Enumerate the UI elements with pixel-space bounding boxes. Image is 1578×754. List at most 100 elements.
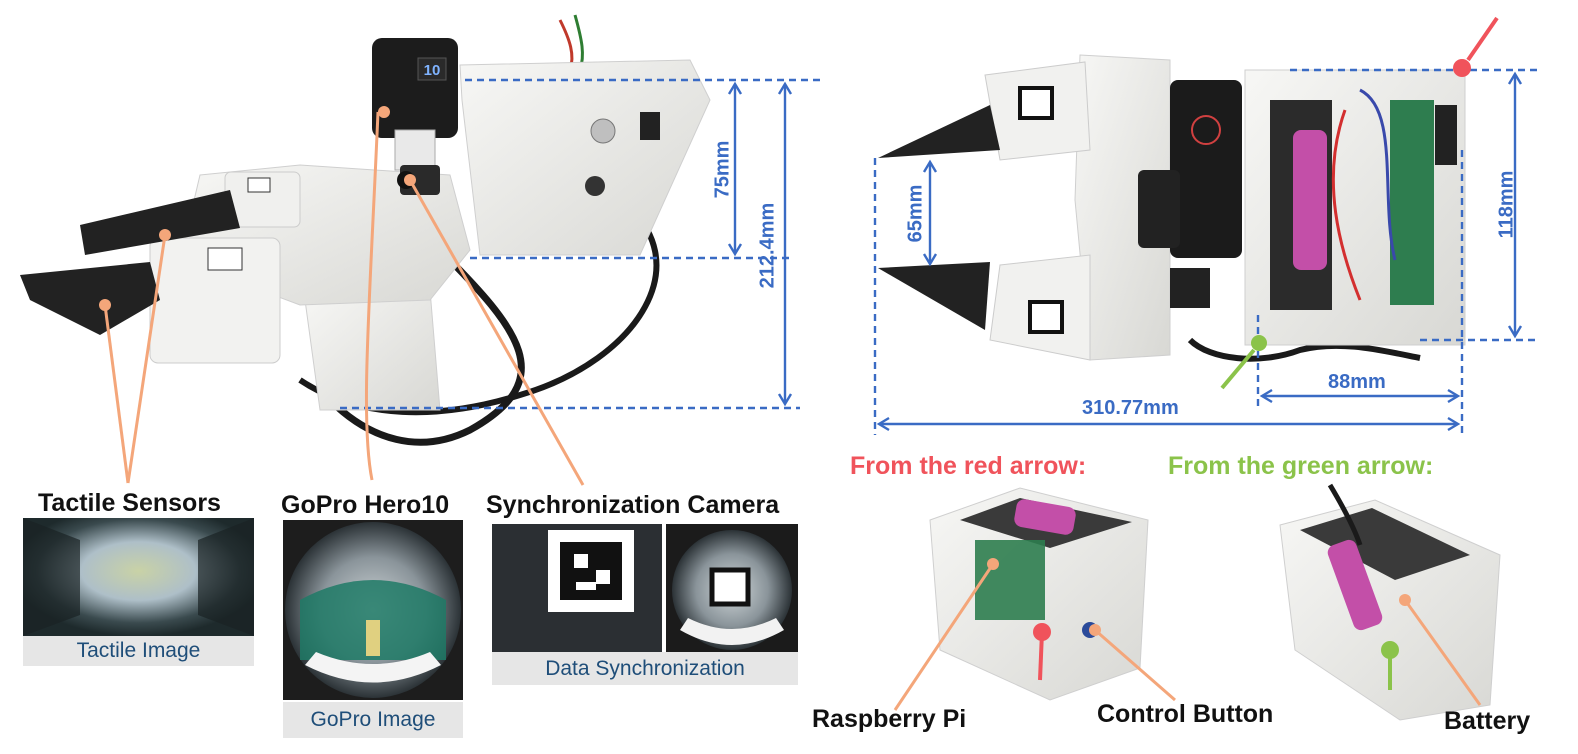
arrowhead [922,159,938,173]
wire [573,14,584,71]
center-plate [1074,54,1171,361]
dim-label-75mm: 75mm [711,140,734,199]
caption-band-tactile: Tactile Image [23,636,254,666]
box-interior [1300,508,1470,580]
callout-dot [99,299,111,311]
lower-finger [878,262,990,330]
arrowhead [727,243,743,257]
bottom-callouts [893,563,1482,711]
sync-gripper-edge [680,618,784,645]
aruco-marker [247,177,271,193]
aruco-marker [1018,86,1054,120]
gopro-record-ring [1191,115,1221,145]
callout-dot [987,558,999,570]
caption-band-gopro: GoPro Image [283,702,463,738]
dim-label-88mm: 88mm [1328,371,1386,393]
tactile-vignette [198,518,254,636]
label-battery: Battery [1444,707,1531,735]
control-button-icon [590,118,616,144]
callout-control-button [1094,628,1176,702]
raspberry-pi-board [1390,100,1434,305]
upper-finger [878,105,1000,158]
box-red-view [929,487,1149,701]
dim-label-65mm: 65mm [904,184,927,243]
left-dimensions [340,78,820,410]
arrowhead [777,393,793,407]
label-gopro-hero10: GoPro Hero10 [281,491,450,519]
switch-icon [640,112,660,140]
wire [1331,109,1362,301]
dim-label-310mm: 310.77mm [1082,397,1179,419]
battery-cell [1293,130,1327,270]
sync-aruco-inner [560,542,622,600]
right-dimensions [873,68,1540,435]
callout-gopro [364,111,380,481]
gopro-object [366,620,380,656]
cable [1187,337,1421,362]
callout-raspberry-pi [893,563,995,711]
callout-tactile-b [126,234,167,484]
connector [1435,105,1457,165]
green-arrow-small-head-icon [1381,641,1399,659]
aruco-marker [207,247,243,271]
callout-battery [1403,599,1482,706]
red-arrow [1466,16,1499,62]
lower-finger [20,262,160,335]
gopro-mount [394,129,436,171]
gopro-body [1170,80,1242,258]
callout-dot [378,106,390,118]
red-arrow-head-icon [1453,59,1471,77]
cable [327,247,525,446]
aruco-cell [574,554,588,568]
wire [1359,88,1397,261]
callout-sync-camera [408,179,585,486]
callout-dot [1399,594,1411,606]
box-green-view [1279,483,1501,721]
dim-label-212mm: 212.4mm [756,202,779,289]
upper-finger [80,190,240,255]
gripper-side-view: 10 [20,14,711,446]
label-raspberry-pi: Raspberry Pi [812,705,967,733]
arrowhead [1259,388,1273,404]
caption-tactile-image: Tactile Image [76,639,201,662]
gripper-top-view [878,54,1466,362]
aruco-cell [596,570,610,584]
sync-camera-body [1170,268,1210,308]
gopro-body [372,38,458,138]
sync-fisheye-marker [709,567,751,607]
caption-band-sync: Data Synchronization [492,652,798,685]
arrowhead [1507,71,1523,85]
arrowhead [922,253,938,267]
port-icon [585,176,605,196]
red-arrow-small-head-icon [1033,623,1051,641]
label-sync-camera: Synchronization Camera [486,491,780,519]
arrowhead [876,416,890,432]
gopro-gripper-edge [305,652,441,683]
aruco-marker [1028,300,1064,334]
tactile-vignette [23,518,80,636]
gopro-screen [417,57,447,81]
arrowhead [1447,388,1461,404]
callout-dot [404,174,416,186]
caption-gopro-image: GoPro Image [310,708,436,731]
arrowhead [1507,325,1523,339]
dim-label-118mm: 118mm [1495,170,1518,239]
label-tactile-sensors: Tactile Sensors [38,489,221,517]
callout-tactile-a [103,304,130,484]
gopro-badge-text: 10 [424,62,441,79]
caption-data-sync: Data Synchronization [545,656,745,680]
battery-cell [1327,539,1383,631]
cable [1327,483,1363,546]
arrowhead [1447,416,1461,432]
aruco-cell [576,582,596,590]
arrowhead [727,81,743,95]
green-arrow-head-icon [1251,335,1267,351]
label-from-red-arrow: From the red arrow: [850,452,1087,480]
label-from-green-arrow: From the green arrow: [1168,452,1434,480]
label-control-button: Control Button [1097,700,1274,728]
callout-dot [159,229,171,241]
battery-cell [1014,499,1076,535]
gopro-battery-door [1138,170,1180,248]
callout-dot [1089,624,1101,636]
